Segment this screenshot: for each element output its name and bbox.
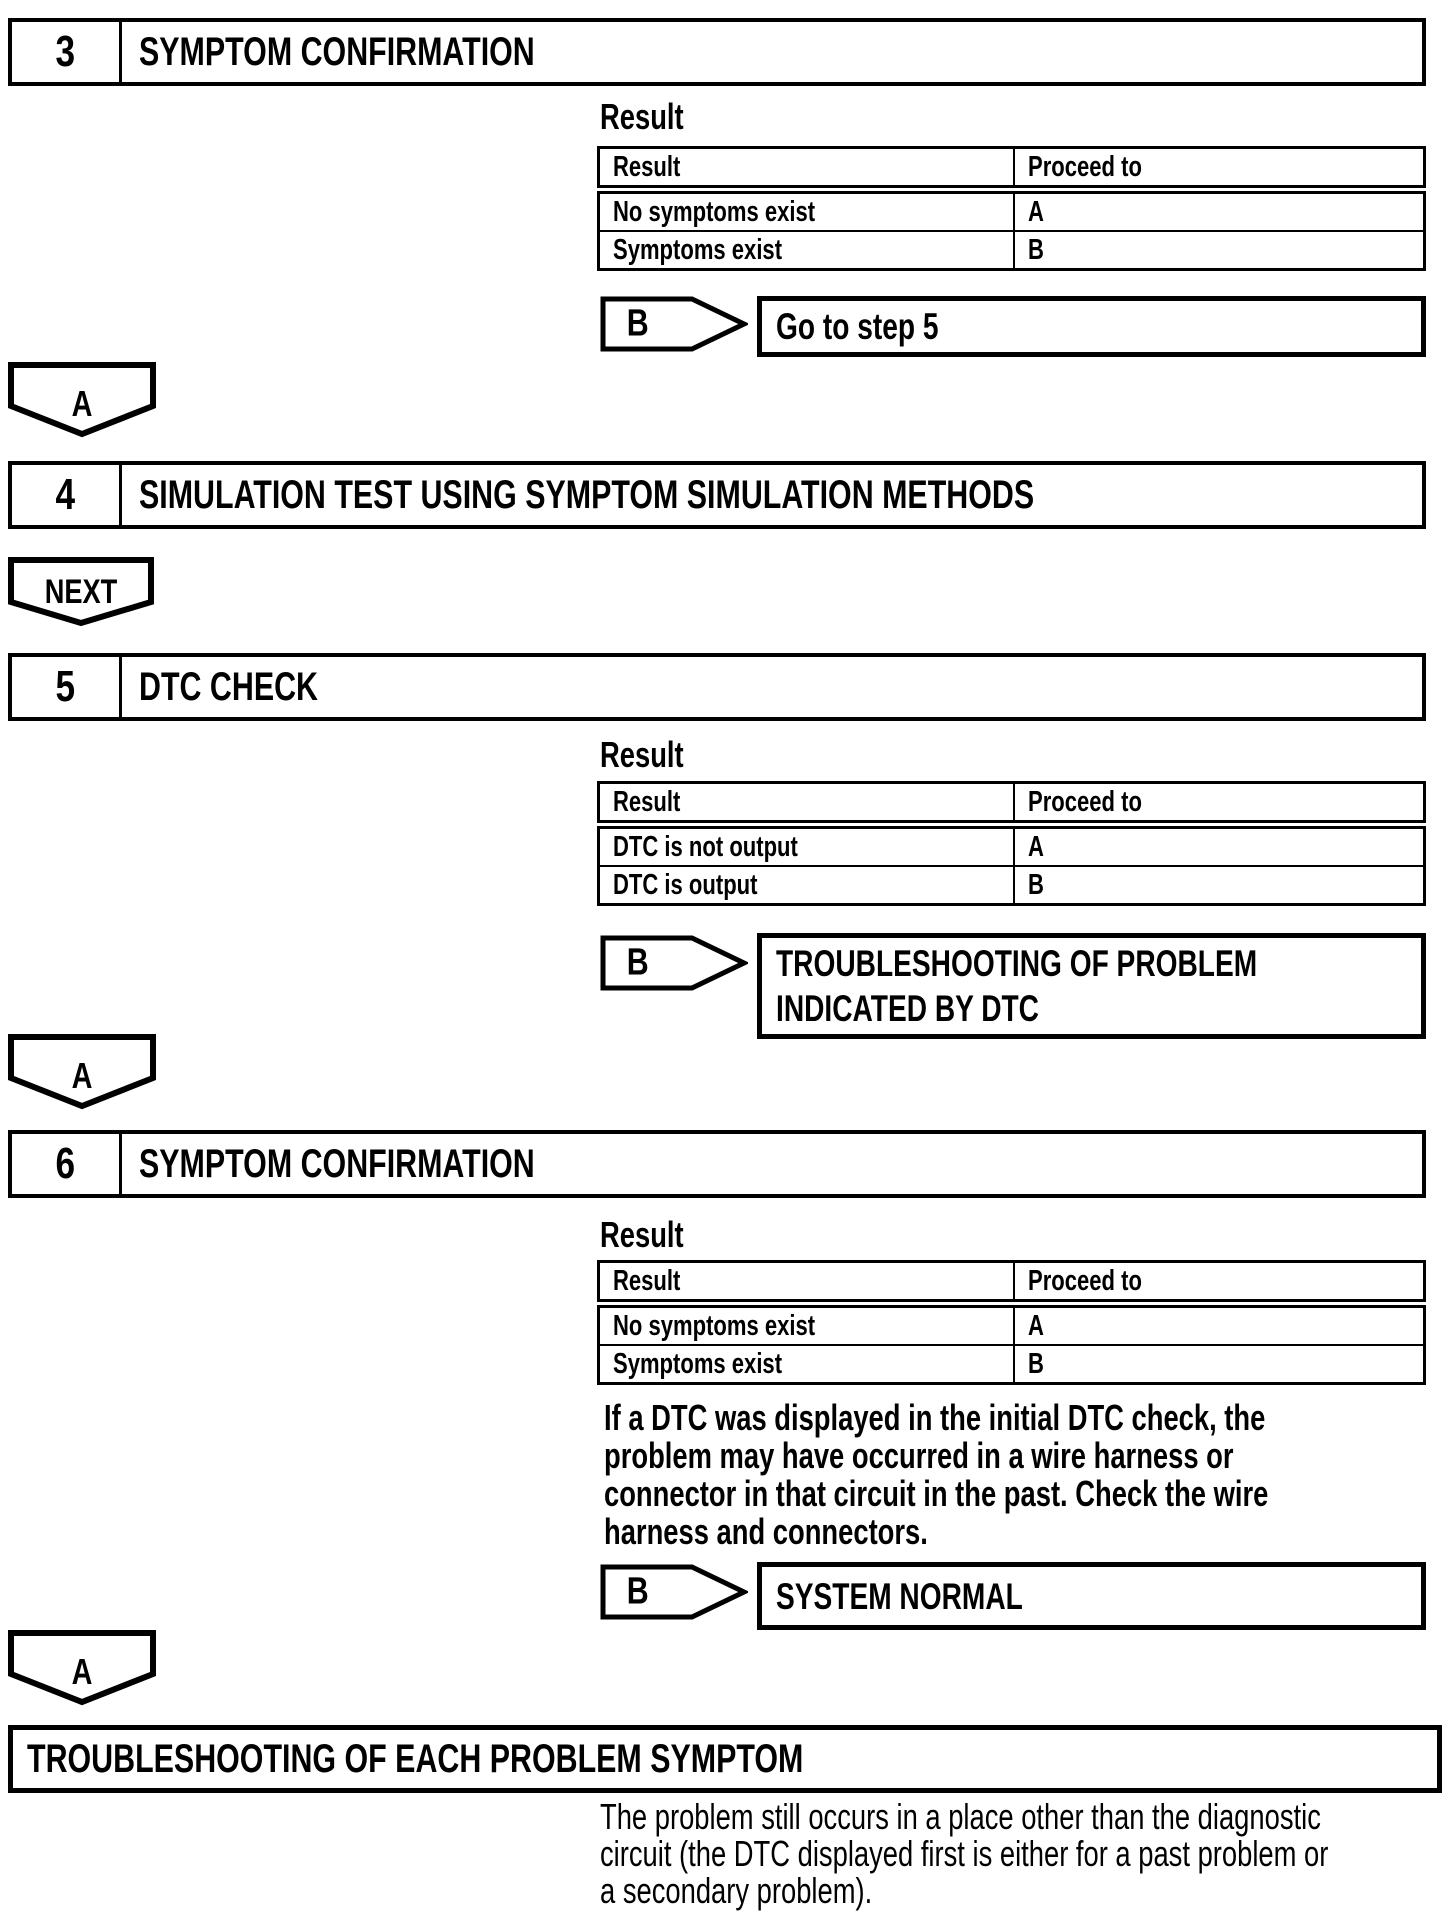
table-row: DTC is output B [597, 865, 1426, 906]
result-heading-2: Result [600, 734, 684, 775]
down-pentagon-icon [8, 362, 156, 438]
table-row: No symptoms exist A [597, 1302, 1426, 1346]
right-arrow-pentagon-icon [600, 935, 748, 991]
step-6-title: SYMPTOM CONFIRMATION [139, 1141, 535, 1186]
result-table-2: Result Proceed to DTC is not output A DT… [597, 781, 1426, 906]
step-4-header-box: 4 SIMULATION TEST USING SYMPTOM SIMULATI… [8, 461, 1426, 529]
step-4-title: SIMULATION TEST USING SYMPTOM SIMULATION… [139, 472, 1035, 517]
result-heading-3: Result [600, 1214, 684, 1255]
connector-b-label: B [626, 941, 649, 984]
outcome-box-system-normal: SYSTEM NORMAL [757, 1562, 1426, 1630]
result-heading-1: Result [600, 96, 684, 137]
step-5-title: DTC CHECK [139, 664, 319, 709]
connector-next-label: NEXT [44, 573, 118, 611]
step-3-header-box: 3 SYMPTOM CONFIRMATION [8, 18, 1426, 86]
step-4-number: 4 [12, 465, 122, 525]
connector-b-arrow: B [600, 935, 748, 991]
connector-b-label: B [626, 1570, 649, 1613]
table-header-row: Result Proceed to [597, 146, 1426, 194]
result-table-3: Result Proceed to No symptoms exist A Sy… [597, 1260, 1426, 1385]
col-header-proceed-to: Proceed to [1012, 781, 1426, 829]
step-6-header-box: 6 SYMPTOM CONFIRMATION [8, 1130, 1426, 1198]
down-pentagon-icon [8, 557, 154, 627]
down-pentagon-icon [8, 1630, 156, 1706]
col-header-result: Result [597, 781, 1015, 829]
step-5-number: 5 [12, 657, 122, 717]
final-outcome-box: TROUBLESHOOTING OF EACH PROBLEM SYMPTOM [8, 1725, 1442, 1793]
branch-b-row-3: B SYSTEM NORMAL [600, 1562, 1426, 1630]
connector-a-label: A [71, 1055, 93, 1096]
connector-b-label: B [626, 302, 649, 345]
table-row: DTC is not output A [597, 823, 1426, 867]
col-header-proceed-to: Proceed to [1012, 1260, 1426, 1308]
col-header-result: Result [597, 146, 1015, 194]
connector-a-marker-2: A [8, 1034, 156, 1110]
table-header-row: Result Proceed to [597, 781, 1426, 829]
connector-a-marker-1: A [8, 362, 156, 438]
step-6-note: If a DTC was displayed in the initial DT… [604, 1397, 1269, 1552]
table-row: Symptoms exist B [597, 230, 1426, 271]
table-header-row: Result Proceed to [597, 1260, 1426, 1308]
table-row: Symptoms exist B [597, 1344, 1426, 1385]
connector-b-arrow: B [600, 1564, 748, 1620]
step-6-number: 6 [12, 1134, 122, 1194]
result-table-1: Result Proceed to No symptoms exist A Sy… [597, 146, 1426, 271]
connector-b-arrow: B [600, 296, 748, 352]
branch-b-row-1: B Go to step 5 [600, 296, 1426, 357]
right-arrow-pentagon-icon [600, 296, 748, 352]
col-header-proceed-to: Proceed to [1012, 146, 1426, 194]
right-arrow-pentagon-icon [600, 1564, 748, 1620]
branch-b-row-2: B TROUBLESHOOTING OF PROBLEM INDICATED B… [600, 933, 1426, 1039]
step-3-title: SYMPTOM CONFIRMATION [139, 29, 535, 74]
col-header-result: Result [597, 1260, 1015, 1308]
outcome-box-troubleshooting-dtc: TROUBLESHOOTING OF PROBLEM INDICATED BY … [757, 933, 1426, 1039]
table-row: No symptoms exist A [597, 188, 1426, 232]
outcome-box-go-to-step-5: Go to step 5 [757, 296, 1426, 357]
connector-a-marker-3: A [8, 1630, 156, 1706]
connector-a-label: A [71, 383, 93, 424]
connector-a-label: A [71, 1651, 93, 1692]
connector-next-marker: NEXT [8, 557, 154, 633]
step-5-header-box: 5 DTC CHECK [8, 653, 1426, 721]
step-3-number: 3 [12, 22, 122, 82]
down-pentagon-icon [8, 1034, 156, 1110]
final-note: The problem still occurs in a place othe… [600, 1796, 1329, 1911]
